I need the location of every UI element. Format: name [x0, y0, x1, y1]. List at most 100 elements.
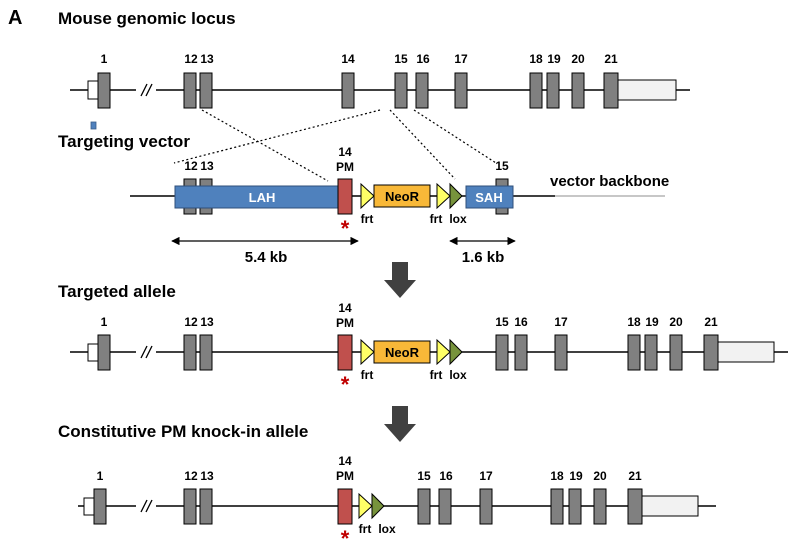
exon-17 — [454, 72, 468, 109]
vector-backbone-label: vector backbone — [550, 173, 669, 190]
targeted-allele-title: Targeted allele — [58, 282, 176, 301]
exon-13-knockin — [199, 488, 213, 525]
utr-5prime — [87, 80, 99, 100]
pm-label-targeted: PM — [336, 316, 354, 330]
exon-21-knockin — [627, 488, 643, 525]
neor-cassette-vector — [373, 184, 431, 208]
exon-15-vector-number: 15 — [495, 159, 509, 173]
exon-16-knockin — [438, 488, 452, 525]
exon-20 — [571, 72, 585, 109]
exon-14-number: 14 — [341, 52, 355, 66]
exon-19-targeted — [644, 334, 658, 371]
exon-20-number: 20 — [571, 52, 585, 66]
exon-19 — [546, 72, 560, 109]
homology-dotted-lines — [173, 109, 497, 182]
exon-15-knockin-number: 15 — [417, 469, 431, 483]
exon-13-number: 13 — [200, 52, 214, 66]
panel-letter: A — [8, 7, 22, 29]
exon-19-knockin-number: 19 — [569, 469, 583, 483]
exon-21-targeted-number: 21 — [704, 315, 718, 329]
exon-14-pm-targeted — [337, 334, 353, 371]
exon-14-pm-knockin — [337, 488, 353, 525]
utr-3prime-knockin — [641, 495, 699, 517]
lox-site-vector — [449, 182, 463, 210]
sah-arm — [465, 185, 514, 209]
frt-label-targeted-1: frt — [361, 368, 374, 382]
down-arrow-2 — [384, 406, 416, 442]
exon-18-targeted — [627, 334, 641, 371]
exon-19-number: 19 — [547, 52, 561, 66]
exon-14 — [341, 72, 355, 109]
exon-19-targeted-number: 19 — [645, 315, 659, 329]
neor-cassette-targeted — [373, 340, 431, 364]
exon-18 — [529, 72, 543, 109]
exon-15 — [394, 72, 408, 109]
mutation-asterisk-vector: * — [341, 216, 350, 241]
exon-14-targeted-number: 14 — [338, 301, 352, 315]
exon-21-knockin-number: 21 — [628, 469, 642, 483]
exon-14-pm-vector — [337, 178, 353, 215]
exon-20-targeted — [669, 334, 683, 371]
frt-label-knockin: frt — [359, 522, 372, 536]
exon-12-vector-number: 12 — [184, 159, 198, 173]
exon-13 — [199, 72, 213, 109]
knockin-allele-map: 14 PM * 1 12 13 15 16 17 18 19 20 21 frt… — [78, 454, 716, 548]
exon-16 — [415, 72, 429, 109]
exon-15-targeted-number: 15 — [495, 315, 509, 329]
exon-15-number: 15 — [394, 52, 408, 66]
lox-site-knockin — [371, 492, 385, 520]
exon-19-knockin — [568, 488, 582, 525]
exon-12-targeted — [183, 334, 197, 371]
exon-1-knockin — [93, 488, 107, 525]
exon-20-targeted-number: 20 — [669, 315, 683, 329]
exon-16-knockin-number: 16 — [439, 469, 453, 483]
exon-13-targeted-number: 13 — [200, 315, 214, 329]
frt-site-vector-1 — [360, 182, 375, 210]
knockin-allele-title: Constitutive PM knock-in allele — [58, 422, 308, 441]
frt-site-knockin — [358, 492, 373, 520]
exon-17-targeted — [554, 334, 568, 371]
exon-16-targeted-number: 16 — [514, 315, 528, 329]
frt-label-vector-2: frt — [430, 212, 443, 226]
lah-label: LAH — [249, 190, 276, 205]
utr-5prime-targeted — [87, 343, 99, 362]
small-blue-marker — [90, 121, 97, 130]
neor-label-vector: NeoR — [385, 189, 420, 204]
exon-1 — [97, 72, 111, 109]
exon-16-targeted — [514, 334, 528, 371]
exon-15-targeted — [495, 334, 509, 371]
targeting-vector-map: LAH 14 PM * NeoR SAH 12 13 15 frt frt lo… — [130, 145, 669, 241]
gap-break-marks-targeted — [136, 345, 156, 359]
exon-13-targeted — [199, 334, 213, 371]
utr-3prime-targeted — [717, 341, 775, 363]
exon-18-knockin-number: 18 — [550, 469, 564, 483]
exon-12-knockin — [183, 488, 197, 525]
exon-16-number: 16 — [416, 52, 430, 66]
exon-17-knockin — [479, 488, 493, 525]
genomic-locus-map: 1 12 13 14 15 16 17 18 19 20 21 — [70, 52, 690, 109]
neor-label-targeted: NeoR — [385, 345, 420, 360]
pm-label-knockin: PM — [336, 469, 354, 483]
frt-site-vector-2 — [436, 182, 451, 210]
exon-1-knockin-number: 1 — [97, 469, 104, 483]
frt-site-targeted-1 — [360, 338, 375, 366]
utr-5prime-knockin — [83, 497, 95, 516]
exon-17-knockin-number: 17 — [479, 469, 493, 483]
lox-site-targeted — [449, 338, 463, 366]
exon-18-targeted-number: 18 — [627, 315, 641, 329]
frt-label-vector-1: frt — [361, 212, 374, 226]
pm-label-vector: PM — [336, 160, 354, 174]
sah-size-label: 1.6 kb — [462, 249, 505, 266]
frt-label-targeted-2: frt — [430, 368, 443, 382]
gap-break-marks — [136, 83, 156, 97]
lox-label-vector: lox — [449, 212, 467, 226]
lox-label-knockin: lox — [378, 522, 396, 536]
exon-12 — [183, 72, 197, 109]
targeted-allele-map: 14 PM * NeoR 1 12 13 15 16 17 18 19 20 2… — [70, 301, 788, 397]
exon-12-number: 12 — [184, 52, 198, 66]
exon-1-targeted-number: 1 — [101, 315, 108, 329]
utr-3prime — [617, 79, 677, 101]
gap-break-marks-knockin — [136, 499, 156, 513]
exon-13-vector-number: 13 — [200, 159, 214, 173]
size-indicators: 5.4 kb 1.6 kb — [171, 236, 516, 266]
